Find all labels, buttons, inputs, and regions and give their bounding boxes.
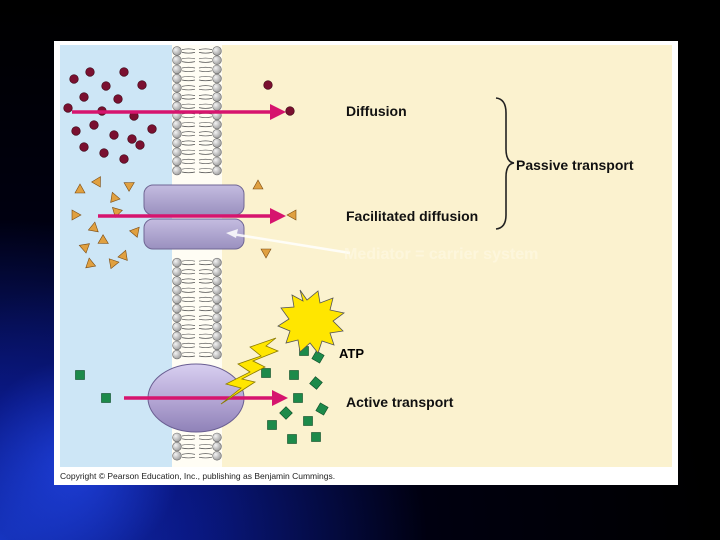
membrane-transport-figure: Diffusion Passive transport Facilitated …: [54, 41, 678, 485]
active-transport-particle: [315, 402, 329, 416]
facilitated-particle: [108, 258, 120, 270]
diffusion-particle: [147, 124, 157, 134]
active-transport-particle: [309, 376, 323, 390]
figure-canvas: [60, 45, 672, 467]
diffusion-particle: [69, 74, 79, 84]
facilitated-particle: [117, 249, 128, 261]
diffusion-particle: [63, 103, 73, 113]
facilitated-particle: [78, 243, 90, 254]
copyright-notice: Copyright © Pearson Education, Inc., pub…: [60, 471, 336, 481]
facilitated-particle: [85, 257, 97, 269]
facilitated-particle: [87, 221, 99, 233]
active-transport-particle: [75, 370, 85, 380]
facilitated-diffusion-label: Facilitated diffusion: [346, 208, 479, 224]
diffusion-particle: [119, 154, 129, 164]
diffusion-label: Diffusion: [346, 103, 407, 119]
curly-brace-icon: [495, 97, 515, 230]
diffusion-particle: [119, 67, 129, 77]
active-transport-particle: [311, 432, 321, 442]
active-transport-particle: [311, 350, 325, 364]
active-transport-particle: [289, 370, 299, 380]
diffusion-particle: [127, 134, 137, 144]
active-transport-label: Active transport: [346, 394, 454, 410]
facilitated-particle: [97, 234, 109, 244]
atp-label: ATP: [339, 346, 365, 361]
facilitated-particle: [74, 183, 86, 194]
channel-protein: [143, 184, 245, 250]
diffusion-particle: [99, 148, 109, 158]
facilitated-particle: [129, 226, 140, 238]
diffusion-particle: [79, 92, 89, 102]
solute-particles: [63, 67, 329, 444]
diffusion-particle: [135, 140, 145, 150]
mediator-overlay-text: Mediator = carrier system: [344, 246, 539, 263]
mediator-pointer: [226, 229, 351, 255]
facilitated-particle: [286, 209, 297, 221]
diffusion-particle: [137, 80, 147, 90]
facilitated-particle: [123, 182, 135, 192]
diffusion-particle: [71, 126, 81, 136]
facilitated-particle: [252, 179, 264, 190]
facilitated-diffusion-arrow: [98, 208, 286, 224]
passive-transport-label: Passive transport: [516, 157, 634, 173]
diffusion-particle: [89, 120, 99, 130]
diffusion-particle: [113, 94, 123, 104]
diffusion-particle: [263, 80, 273, 90]
diffusion-arrow: [72, 104, 286, 120]
active-transport-particle: [303, 416, 313, 426]
facilitated-particle: [110, 191, 121, 203]
starburst-icon: [277, 289, 345, 354]
active-transport-particle: [261, 368, 271, 378]
facilitated-particle: [260, 248, 272, 259]
active-transport-particle: [101, 393, 111, 403]
active-transport-arrow: [124, 390, 288, 406]
active-transport-particle: [267, 420, 277, 430]
diffusion-particle: [79, 142, 89, 152]
active-transport-particle: [287, 434, 297, 444]
active-transport-particle: [279, 406, 293, 420]
diffusion-particle: [109, 130, 119, 140]
diffusion-particle: [85, 67, 95, 77]
facilitated-particle: [71, 209, 82, 221]
diffusion-particle: [285, 106, 295, 116]
lipid-bilayer: [172, 46, 222, 461]
facilitated-particle: [91, 176, 101, 188]
diffusion-particle: [101, 81, 111, 91]
lightning-bolt-icon: [220, 337, 280, 405]
active-transport-particle: [293, 393, 303, 403]
